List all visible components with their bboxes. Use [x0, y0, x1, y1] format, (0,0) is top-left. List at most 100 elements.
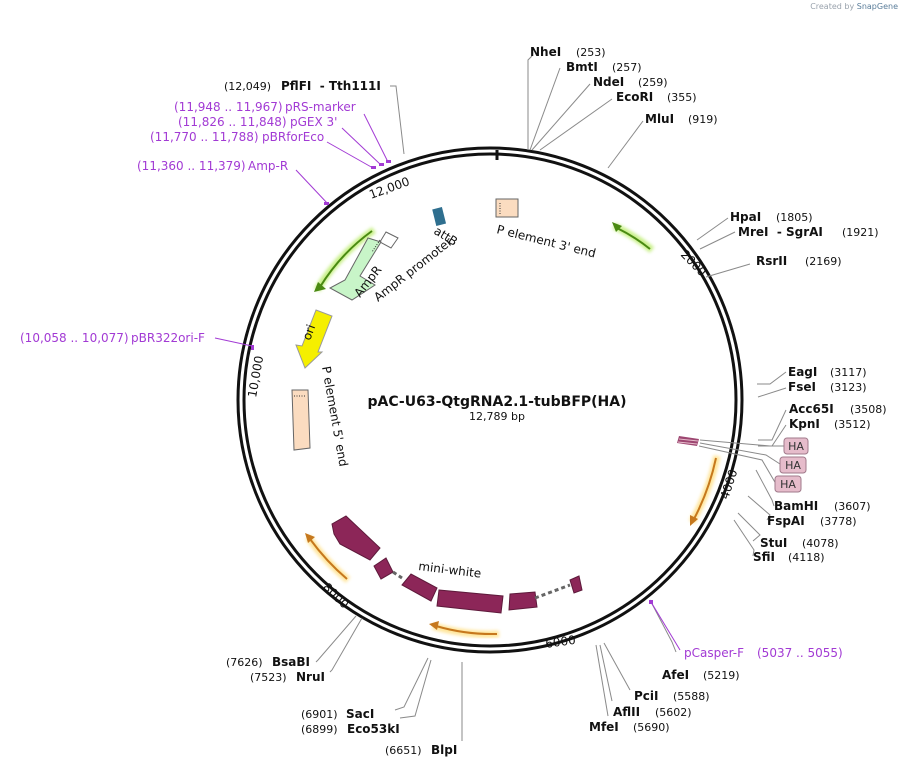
primer-pgex-3: (11,826 .. 11,848) pGEX 3' — [178, 115, 337, 129]
p-element-5-box — [291, 389, 311, 451]
site-blpi: (6651) BlpI — [385, 743, 457, 757]
ha-tag-label: HA — [780, 478, 796, 491]
primer-name: pGEX 3' — [290, 115, 337, 129]
ring-tick-2000: 2000 — [678, 247, 709, 279]
site-name: EagI — [788, 365, 817, 379]
site-position: (4078) — [802, 537, 839, 550]
primer-name: pCasper-F — [684, 646, 744, 660]
site-position: (3607) — [834, 500, 871, 513]
site-position: (355) — [667, 91, 697, 104]
site-position: (5690) — [633, 721, 670, 734]
site-ndei: NdeI (259) — [593, 75, 668, 89]
primer-range: (10,058 .. 10,077) — [20, 331, 129, 345]
ha-tag-cluster — [677, 436, 699, 446]
site-name: BsaBI — [272, 655, 310, 669]
site-position: (2169) — [805, 255, 842, 268]
ring-tick-4000: 4000 — [718, 468, 741, 501]
site-fsei: FseI (3123) — [788, 380, 867, 394]
site-name: PciI — [634, 689, 659, 703]
site-name: NruI — [296, 670, 325, 684]
site-saci: (6901) SacI — [301, 707, 374, 721]
site-position: (1805) — [776, 211, 813, 224]
ha-tag-label: HA — [788, 440, 804, 453]
green-arrow-top — [612, 222, 655, 253]
site-name: MreI - SgrAI — [738, 225, 823, 239]
watermark-prefix: Created by — [810, 2, 855, 11]
primer-amp-r: (11,360 .. 11,379) Amp-R — [137, 159, 288, 173]
site-hpai: HpaI (1805) — [730, 210, 813, 224]
primer-leaders — [214, 113, 681, 651]
primer-pbrforeco: (11,770 .. 11,788) pBRforEco — [150, 130, 324, 144]
green-arrow-left — [314, 227, 376, 292]
p-element-3-label: P element 3' end — [495, 222, 597, 260]
site-name: StuI — [760, 536, 787, 550]
site-bmti: BmtI (257) — [566, 60, 642, 74]
site-position: (3778) — [820, 515, 857, 528]
site-position: (4118) — [788, 551, 825, 564]
site-position: (7523) — [250, 671, 287, 684]
site-aflii: AflII (5602) — [613, 705, 692, 719]
site-position: (3123) — [830, 381, 867, 394]
site-name: BamHI — [774, 499, 818, 513]
ha-tag-1: HA — [783, 437, 809, 455]
site-acc65i: Acc65I (3508) — [789, 402, 887, 416]
site-fspai: FspAI (3778) — [767, 514, 857, 528]
site-position: (6901) — [301, 708, 338, 721]
site-position: (3117) — [830, 366, 867, 379]
site-nrui: (7523) NruI — [250, 670, 325, 684]
site-rsrii: RsrII (2169) — [756, 254, 842, 268]
site-position: (12,049) — [224, 80, 271, 93]
primer-name: pBR322ori-F — [131, 331, 205, 345]
site-name: NdeI — [593, 75, 624, 89]
site-ecori: EcoRI (355) — [616, 90, 697, 104]
ori-arrow — [295, 309, 333, 369]
site-sfii: SfiI (4118) — [753, 550, 825, 564]
orange-arrow-left — [305, 533, 351, 583]
orange-arrow-right — [688, 455, 721, 526]
ha-tag-3: HA — [774, 475, 802, 493]
site-name: MfeI — [589, 720, 619, 734]
site-position: (1921) — [842, 226, 879, 239]
ori-label: ori — [300, 323, 318, 342]
site-position: (259) — [638, 76, 668, 89]
ha-tag-2: HA — [779, 456, 807, 474]
plasmid-length: 12,789 bp — [469, 410, 525, 423]
site-position: (257) — [612, 61, 642, 74]
site-eagi: EagI (3117) — [788, 365, 867, 379]
site-position: (6899) — [301, 723, 338, 736]
backbone-inner — [242, 152, 738, 648]
site-eco53ki: (6899) Eco53kI — [301, 722, 400, 736]
site-name: NheI — [530, 45, 561, 59]
snapgene-watermark: Created by SnapGene — [810, 2, 898, 11]
primer-range: (11,948 .. 11,967) — [174, 100, 283, 114]
site-name: AflII — [613, 705, 640, 719]
site-name: EcoRI — [616, 90, 653, 104]
ampr-promoter-label: AmpR promoter — [371, 235, 455, 305]
primer-range: (11,360 .. 11,379) — [137, 159, 246, 173]
site-bsabi: (7626) BsaBI — [226, 655, 310, 669]
ampr-promoter-box — [379, 231, 399, 249]
site-name: BmtI — [566, 60, 598, 74]
site-name: Eco53kI — [347, 722, 400, 736]
site-mrei-sgrai: MreI - SgrAI (1921) — [738, 225, 879, 239]
mini-white-feature — [331, 515, 583, 614]
primer-range: (11,826 .. 11,848) — [178, 115, 287, 129]
site-position: (5219) — [703, 669, 740, 682]
site-name: KpnI — [789, 417, 820, 431]
site-name: MluI — [645, 112, 674, 126]
backbone-outer — [236, 146, 744, 654]
site-position: (253) — [576, 46, 606, 59]
primer-name: Amp-R — [248, 159, 288, 173]
site-pflfi-tth111i: (12,049) PflFI - Tth111I — [224, 79, 381, 93]
ha-tag-label: HA — [785, 459, 801, 472]
site-position: (3508) — [850, 403, 887, 416]
primer-range: (11,770 .. 11,788) — [150, 130, 259, 144]
p-element-3-box — [495, 198, 519, 218]
site-kpni: KpnI (3512) — [789, 417, 871, 431]
site-name: Acc65I — [789, 402, 834, 416]
site-name: SfiI — [753, 550, 775, 564]
site-name: RsrII — [756, 254, 787, 268]
mini-white-label: mini-white — [418, 559, 482, 581]
primer-pbr322ori-f: (10,058 .. 10,077) pBR322ori-F — [20, 331, 205, 345]
